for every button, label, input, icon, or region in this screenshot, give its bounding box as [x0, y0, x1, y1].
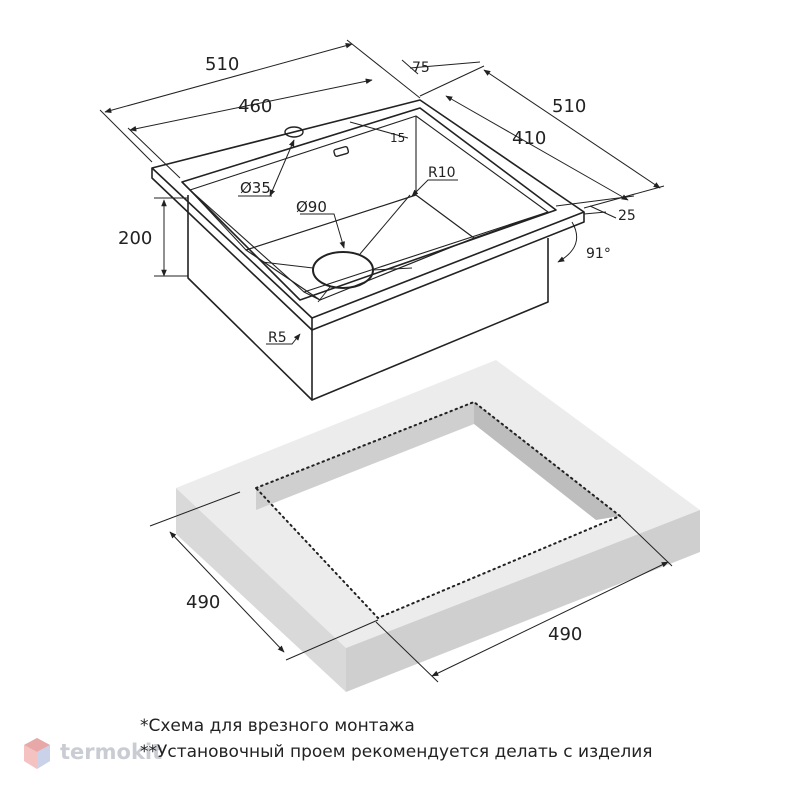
bowl-opening: [181, 107, 557, 301]
label-angle: 91°: [586, 246, 611, 262]
label-faucet-hole: Ø35: [240, 179, 271, 197]
label-cutout-depth: 490: [186, 592, 220, 613]
label-offset-15: 15: [390, 131, 405, 145]
note-cutout-advice: **Установочный проем рекомендуется делат…: [140, 742, 653, 762]
cutout-inner-wall-left: [256, 402, 474, 510]
sink-dimension-labels: 510 460 75 510 410 15 25 200 Ø35 Ø90 R10…: [118, 54, 636, 346]
label-offset-25: 25: [618, 208, 636, 224]
watermark-logo: termokit: [22, 736, 182, 776]
label-drain-hole: Ø90: [296, 198, 327, 216]
countertop-dimensions: [149, 491, 673, 683]
label-overall-depth: 510: [552, 96, 586, 117]
cube-logo-icon: [24, 738, 50, 769]
watermark-text: termokit: [60, 740, 163, 764]
overflow-slot: [333, 145, 350, 158]
label-bowl-depth: 200: [118, 228, 152, 249]
countertop-drawing: [176, 360, 700, 692]
note-flush-mount: *Схема для врезного монтажа: [140, 716, 415, 736]
label-overall-width: 510: [205, 54, 239, 75]
sink-dimensions: [99, 39, 665, 345]
label-bottom-radius: R5: [268, 330, 287, 346]
label-corner-radius: R10: [428, 165, 456, 181]
sink-body: [187, 195, 313, 401]
label-cutout-width: 490: [548, 624, 582, 645]
countertop-dimension-labels: 490 490: [186, 592, 582, 645]
label-inner-depth: 410: [512, 128, 546, 149]
label-rim: 75: [412, 60, 430, 76]
label-inner-width: 460: [238, 96, 272, 117]
